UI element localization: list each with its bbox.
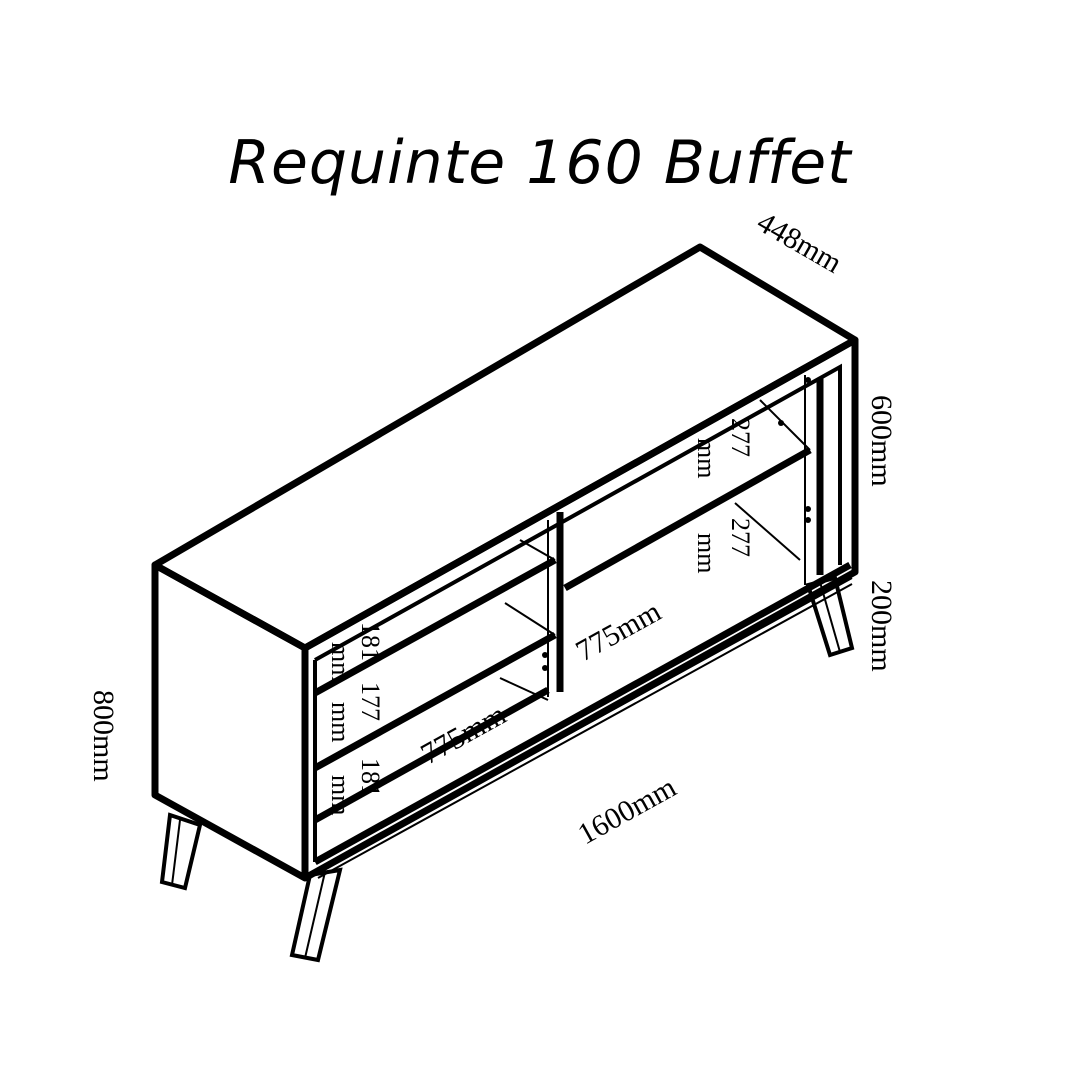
unit-label: mm	[692, 533, 721, 573]
shelf-pins	[542, 377, 811, 671]
base-rail-line	[317, 577, 853, 873]
left-side-panel	[151, 561, 309, 882]
unit-label: mm	[326, 642, 355, 682]
left-shelf-2-depth	[504, 602, 556, 636]
total-height-label: 800mm	[87, 690, 120, 782]
leg-edge	[304, 871, 326, 959]
unit-label: mm	[326, 775, 355, 815]
left-shelf-2	[313, 631, 557, 772]
front-panel	[303, 336, 859, 882]
unit-label: mm	[326, 702, 355, 742]
left-shelf-3	[313, 686, 550, 824]
leg-edge	[171, 819, 181, 886]
left-bottom-drawer-label: 181	[356, 758, 385, 797]
leg-right	[805, 575, 855, 658]
left-shelf-1-depth	[519, 539, 556, 561]
right-upper-shelf-label: 277	[726, 418, 755, 457]
upper-height-label: 600mm	[865, 395, 898, 487]
leg-edge	[819, 581, 841, 653]
right-shelf-2-depth	[734, 502, 801, 561]
right-compartment-width-label: 775mm	[570, 595, 666, 668]
leg-front-left	[159, 812, 203, 891]
base-rail	[313, 561, 852, 866]
leg-height-label: 200mm	[865, 580, 898, 672]
inner-opening	[314, 363, 842, 662]
left-middle-drawer-label: 177	[356, 682, 385, 721]
diagram-title: Requinte 160 Buffet	[228, 128, 852, 198]
right-shelf-1	[563, 446, 812, 592]
depth-label: 448mm	[752, 205, 848, 279]
right-lower-shelf-label: 277	[726, 518, 755, 557]
width-label: 1600mm	[572, 771, 681, 852]
left-shelf-1	[313, 556, 557, 697]
right-shelf-1-depth	[759, 399, 811, 451]
left-shelf-3-depth	[499, 677, 549, 701]
unit-label: mm	[692, 438, 721, 478]
base-rail-line	[317, 583, 853, 879]
leg-front-middle	[289, 867, 343, 963]
left-top-drawer-label: 181	[356, 622, 385, 661]
